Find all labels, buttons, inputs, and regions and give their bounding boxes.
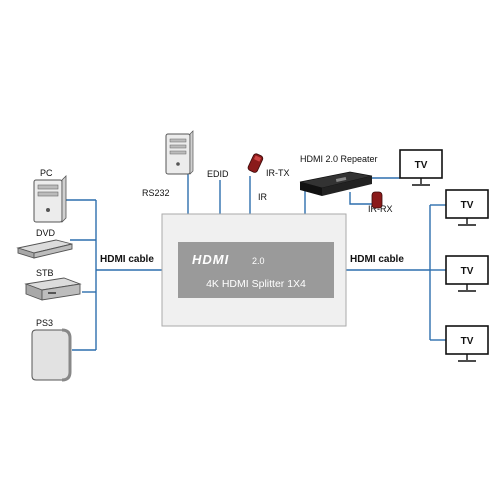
source-stb: STB xyxy=(24,268,82,301)
ir-receiver-icon xyxy=(371,191,383,209)
dvd-label: DVD xyxy=(36,228,56,238)
ir-rx-device xyxy=(371,191,383,209)
ir-rx-line xyxy=(349,192,372,205)
dvd-player-icon xyxy=(16,239,73,259)
source-dvd: DVD xyxy=(16,228,73,259)
set-top-box-icon xyxy=(24,277,82,301)
splitter-panel xyxy=(178,242,334,298)
rs232-label: RS232 xyxy=(142,188,170,198)
tv-repeater: TV xyxy=(399,149,443,186)
hdmi-logo: HDMI xyxy=(192,252,229,267)
pc-label: PC xyxy=(40,168,53,178)
tv-label: TV xyxy=(415,160,428,171)
tv-label: TV xyxy=(461,200,474,211)
tv-icon xyxy=(445,325,489,362)
pc-tower-icon xyxy=(33,175,67,223)
hdmi-splitter: HDMI 2.0 4K HDMI Splitter 1X4 xyxy=(161,213,347,327)
tv-label: TV xyxy=(461,336,474,347)
ir-transmitter-icon xyxy=(247,153,264,173)
tv-output-2: TV xyxy=(445,255,489,292)
ir-label: IR xyxy=(258,192,268,202)
tv-icon xyxy=(445,255,489,292)
repeater-dongle-icon xyxy=(299,171,373,196)
tv-label: TV xyxy=(461,266,474,277)
ir-tx-device xyxy=(247,153,264,173)
tv-icon xyxy=(399,149,443,186)
ir-tx-label: IR-TX xyxy=(266,168,290,178)
stb-label: STB xyxy=(36,268,54,278)
repeater-label: HDMI 2.0 Repeater xyxy=(300,154,378,164)
output-cable-label: HDMI cable xyxy=(350,254,404,265)
rs232-device xyxy=(165,130,194,175)
game-console-icon xyxy=(31,328,72,382)
tv-icon xyxy=(445,189,489,226)
source-pc: PC xyxy=(33,168,67,223)
connection-lines xyxy=(62,172,446,351)
ir-rx-label: IR-RX xyxy=(368,204,393,214)
controller-tower-icon xyxy=(165,130,194,175)
hdmi-repeater xyxy=(299,171,373,196)
tv-output-1: TV xyxy=(445,189,489,226)
edid-label: EDID xyxy=(207,169,229,179)
ps3-label: PS3 xyxy=(36,318,53,328)
input-cable-label: HDMI cable xyxy=(100,254,154,265)
tv-output-3: TV xyxy=(445,325,489,362)
splitter-model: 4K HDMI Splitter 1X4 xyxy=(206,278,306,290)
splitter-version: 2.0 xyxy=(252,256,265,266)
source-ps3: PS3 xyxy=(31,318,72,382)
